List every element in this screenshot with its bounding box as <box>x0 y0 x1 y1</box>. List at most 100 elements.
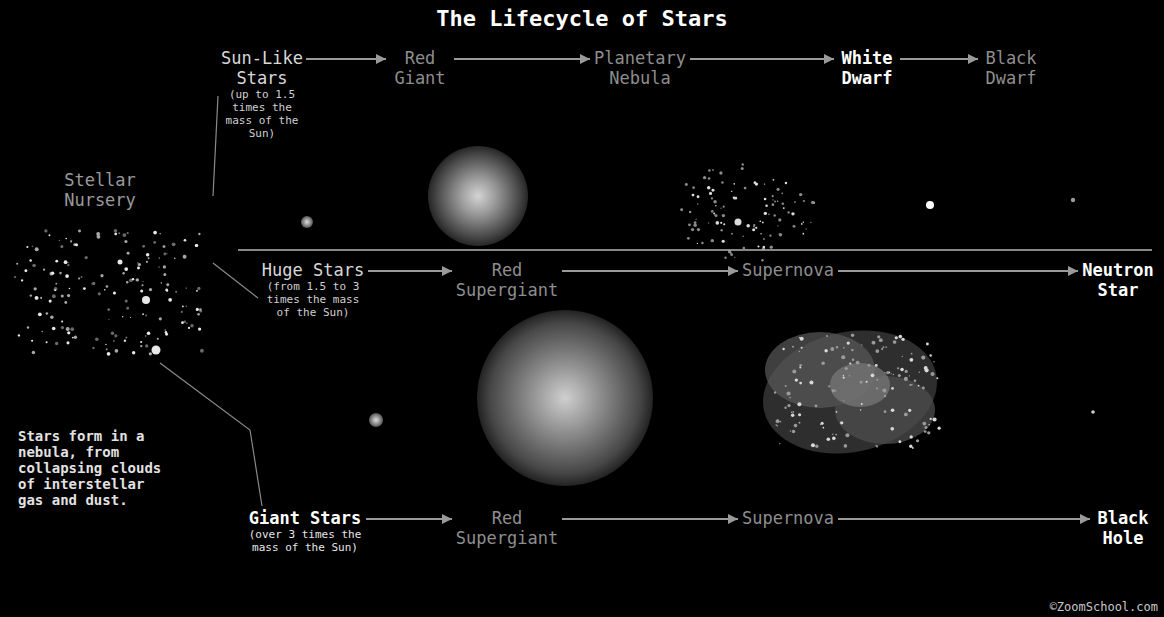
huge-star <box>369 413 383 427</box>
supernova-dot <box>927 431 930 434</box>
nebula-dot <box>125 300 128 303</box>
supernova-dot <box>890 427 894 431</box>
nebula-dot <box>692 194 695 197</box>
nebula-dot <box>733 183 735 185</box>
supernova-dot <box>784 407 786 409</box>
nebula-dot <box>794 201 795 202</box>
supernova-dot <box>886 371 889 374</box>
nebula-dot <box>125 336 127 338</box>
nebula-dot <box>746 224 750 228</box>
supernova-dot <box>792 346 794 348</box>
nebula-dot <box>764 212 767 215</box>
nebula-dot <box>78 277 80 279</box>
nebula-dot <box>777 188 780 191</box>
nebula-dot <box>114 334 117 337</box>
nebula-dot <box>755 227 757 229</box>
stage-name: Black Hole <box>1092 508 1154 548</box>
nebula-dot <box>70 240 72 242</box>
supernova-dot <box>809 381 813 385</box>
nebula-dot <box>95 337 98 340</box>
nebula-dot <box>200 349 204 353</box>
nebula-dot <box>24 269 27 272</box>
nebula-dot <box>91 283 92 284</box>
nebula-dot <box>92 282 95 285</box>
nebula-dot <box>188 327 190 329</box>
supernova-dot <box>856 361 860 365</box>
supernova-dot <box>902 356 903 357</box>
supernova-dot <box>791 412 792 413</box>
nebula-dot <box>695 219 696 220</box>
supernova-dot <box>866 381 868 383</box>
stage-name: Neutron Star <box>1080 260 1156 300</box>
supernova-dot <box>795 378 798 381</box>
stage-arrow <box>562 270 738 272</box>
supernova-dot <box>789 397 791 399</box>
star-type-label: Huge Stars(from 1.5 to 3 times the mass … <box>258 258 368 321</box>
red-supergiant-disc <box>477 310 653 486</box>
stage-name: Black Dwarf <box>980 48 1042 88</box>
stage-name: Red Supergiant <box>454 260 560 300</box>
divider-line <box>238 249 1152 251</box>
nebula-dot <box>164 329 166 331</box>
supernova-dot <box>798 422 800 424</box>
nebula-dot <box>762 222 764 224</box>
nebula-dot <box>32 246 34 248</box>
nebula-dot <box>52 294 56 298</box>
nebula-dot <box>753 226 755 228</box>
branch-line <box>213 96 218 196</box>
nebula-dot <box>754 181 757 184</box>
supernova-dot <box>786 391 790 395</box>
nebula-dot <box>55 342 58 345</box>
supernova-dot <box>799 364 802 367</box>
supernova-dot <box>827 438 831 442</box>
supernova-dot <box>871 341 875 345</box>
nebula-dot <box>723 223 725 225</box>
nebula-dot <box>196 290 198 292</box>
nebula-dot <box>46 312 49 315</box>
nebula-dot <box>779 233 782 236</box>
neutron-star-dot <box>1091 410 1095 414</box>
nebula-dot <box>126 307 129 310</box>
nebula-dot <box>64 260 68 264</box>
nebula-dot <box>680 208 683 211</box>
nebula-dot <box>100 274 103 277</box>
nebula-dot <box>159 317 162 320</box>
supernova-dot <box>893 340 897 344</box>
supernova-dot <box>916 439 919 442</box>
nebula-dot <box>67 294 70 297</box>
nebula-dot <box>199 308 201 310</box>
nebula-dot <box>61 295 64 298</box>
nebula-dot <box>138 263 141 266</box>
nebula-dot <box>118 232 120 234</box>
stage-name: Stellar Nursery <box>52 170 148 210</box>
nebula-dot <box>111 332 114 335</box>
nebula-dot <box>69 288 71 290</box>
nebula-dot <box>777 201 778 202</box>
supernova-dot <box>929 354 931 356</box>
supernova-dot <box>843 377 845 379</box>
supernova-dot <box>799 351 801 353</box>
nebula-dot <box>772 203 775 206</box>
supernova-dot <box>799 382 802 385</box>
supernova-dot <box>914 379 917 382</box>
supernova-dot <box>884 372 885 373</box>
nebula-dot <box>142 313 144 315</box>
nebula-dot <box>124 267 128 271</box>
supernova-dot <box>797 402 801 406</box>
nebula-dot <box>774 200 776 202</box>
stage-label: Planetary Nebula <box>590 46 690 90</box>
nebula-dot <box>61 326 64 329</box>
nebula-dot <box>149 288 152 291</box>
nebula-dot <box>140 345 142 347</box>
nebula-dot <box>26 246 28 248</box>
nebula-dot <box>159 233 161 235</box>
supernova-dot <box>922 387 925 390</box>
nebula-dot <box>741 167 744 170</box>
nebula-dot <box>114 233 117 236</box>
black-dwarf-dot <box>1071 198 1075 202</box>
mass-note: (over 3 times the mass of the Sun) <box>246 528 364 554</box>
nebula-dot <box>41 331 42 332</box>
nebula-dot <box>70 327 74 331</box>
nebula-dot <box>146 253 150 257</box>
nebula-dot <box>115 349 119 353</box>
